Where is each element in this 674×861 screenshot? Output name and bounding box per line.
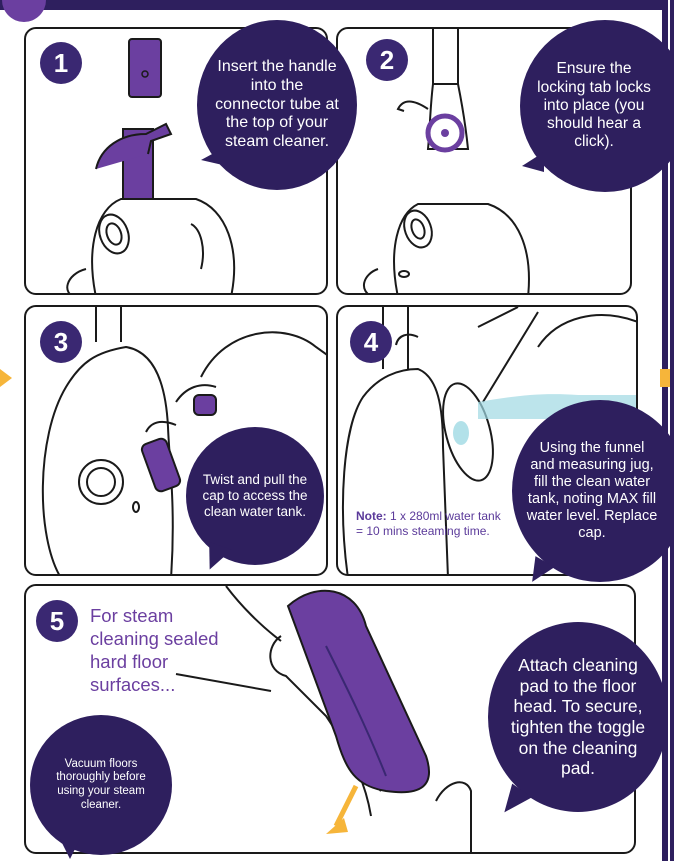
step-1-text: Insert the handle into the connector tub… [215, 58, 339, 152]
step-4-text: Using the funnel and measuring jug, fill… [526, 440, 658, 543]
step-3-text: Twist and pull the cap to access the cle… [200, 472, 310, 520]
step-3-number: 3 [40, 321, 82, 363]
vacuum-tip-bubble-tail [60, 839, 80, 859]
step-1-bubble-tail [201, 146, 227, 166]
step-4-number: 4 [350, 321, 392, 363]
step-5-text: Attach cleaning pad to the floor head. T… [506, 655, 650, 779]
top-frame-bar [0, 0, 674, 10]
note-label: Note: [356, 509, 387, 523]
step-4-bubble: Using the funnel and measuring jug, fill… [512, 400, 674, 582]
step-3-bubble: Twist and pull the cap to access the cle… [186, 427, 324, 565]
step-1-bubble: Insert the handle into the connector tub… [197, 20, 357, 190]
step-1-number: 1 [40, 42, 82, 84]
step-5-bubble: Attach cleaning pad to the floor head. T… [488, 622, 668, 812]
step-2-bubble-tail [522, 152, 544, 172]
step-5-number: 5 [36, 600, 78, 642]
corner-badge [2, 0, 46, 22]
step-2-bubble: Ensure the locking tab locks into place … [520, 20, 674, 192]
step-4-note: Note: 1 x 280ml water tank = 10 mins ste… [356, 509, 506, 539]
right-arrow-icon [660, 369, 670, 387]
step-2-text: Ensure the locking tab locks into place … [534, 60, 654, 151]
left-arrow-icon [0, 369, 12, 387]
vacuum-tip-text: Vacuum floors thoroughly before using yo… [44, 758, 158, 812]
vacuum-tip-bubble: Vacuum floors thoroughly before using yo… [30, 715, 172, 855]
step-5-caption: For steam cleaning sealed hard floor sur… [90, 604, 230, 697]
step-2-number: 2 [366, 39, 408, 81]
